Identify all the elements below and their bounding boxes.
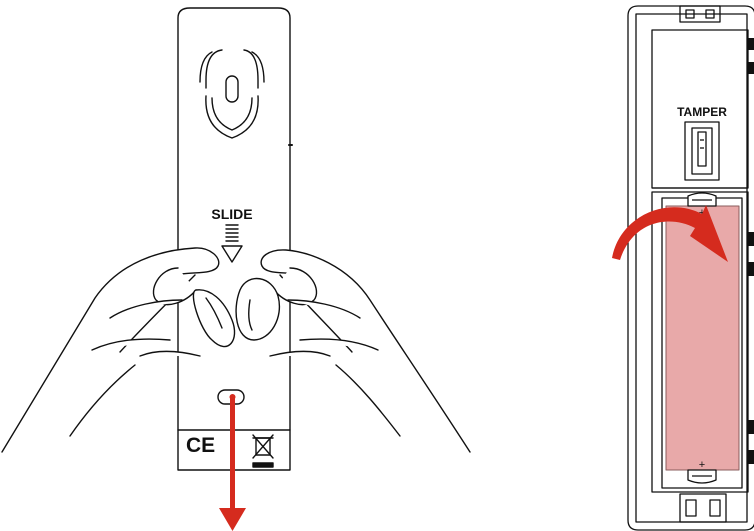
battery (665, 205, 740, 471)
tamper-switch (684, 121, 720, 181)
top-clip (679, 5, 721, 23)
pull-down-arrow (219, 394, 246, 531)
plus-mark-bottom: + (699, 459, 705, 471)
slide-label: SLIDE (211, 206, 252, 222)
battery-contact-top (687, 192, 717, 207)
right-panel: TAMPER + + (612, 5, 754, 531)
slide-down-arrow-icon (221, 224, 243, 263)
battery-contact-bottom (687, 469, 717, 484)
plus-mark-top: + (699, 207, 705, 219)
crossed-out-wheelie-bin-icon (252, 434, 274, 468)
battery-compartment (651, 191, 749, 493)
right-hand (235, 249, 471, 453)
remove-battery-arrow (612, 205, 728, 262)
device-cover (177, 7, 291, 471)
left-hand (1, 247, 236, 453)
mounting-keyhole-icon (199, 49, 265, 139)
left-panel: SLIDE CE (1, 7, 471, 531)
ce-mark: CE (186, 434, 215, 457)
bottom-clip (679, 493, 727, 523)
tamper-label: TAMPER (677, 105, 727, 119)
side-notches (748, 38, 754, 464)
